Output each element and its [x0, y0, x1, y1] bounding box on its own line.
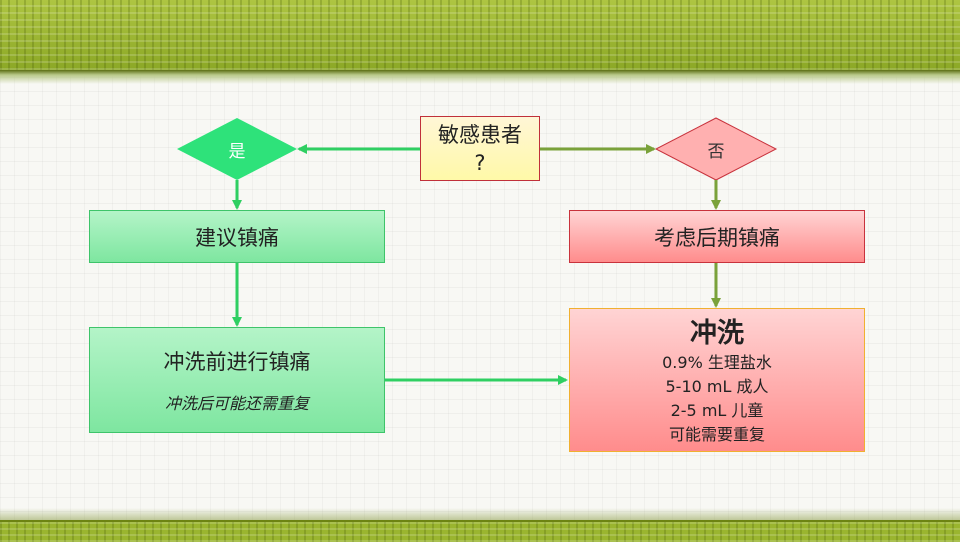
- later-analgesia-box: 考虑后期镇痛: [569, 210, 865, 263]
- suggest-analgesia-box: 建议镇痛: [89, 210, 385, 263]
- top-decor-band: [0, 0, 960, 70]
- yes-label: 是: [228, 141, 246, 162]
- sensitive-patient-question-box: 敏感患者 ?: [420, 116, 540, 181]
- bottom-decor-band: [0, 520, 960, 542]
- pre-rinse-analgesia-box: 冲洗前进行镇痛 冲洗后可能还需重复: [89, 327, 385, 433]
- pre-rinse-title: 冲洗前进行镇痛: [163, 350, 311, 374]
- rinse-line-adult: 5-10 mL 成人: [665, 377, 769, 396]
- pre-rinse-note: 冲洗后可能还需重复: [164, 394, 309, 413]
- later-analgesia-text: 考虑后期镇痛: [654, 225, 780, 250]
- rinse-title: 冲洗: [690, 318, 744, 349]
- rinse-line-repeat: 可能需要重复: [668, 425, 765, 444]
- yes-diamond: [177, 118, 297, 180]
- rinse-box: 冲洗 0.9% 生理盐水 5-10 mL 成人 2-5 mL 儿童 可能需要重复: [569, 308, 865, 452]
- bottom-band-shadow: [0, 508, 960, 520]
- rinse-line-saline: 0.9% 生理盐水: [662, 353, 772, 372]
- no-label: 否: [707, 141, 725, 162]
- rinse-line-child: 2-5 mL 儿童: [670, 401, 764, 420]
- question-mark: ?: [474, 150, 486, 175]
- top-band-shadow: [0, 70, 960, 84]
- suggest-analgesia-text: 建议镇痛: [195, 225, 279, 250]
- question-title: 敏感患者: [438, 122, 522, 147]
